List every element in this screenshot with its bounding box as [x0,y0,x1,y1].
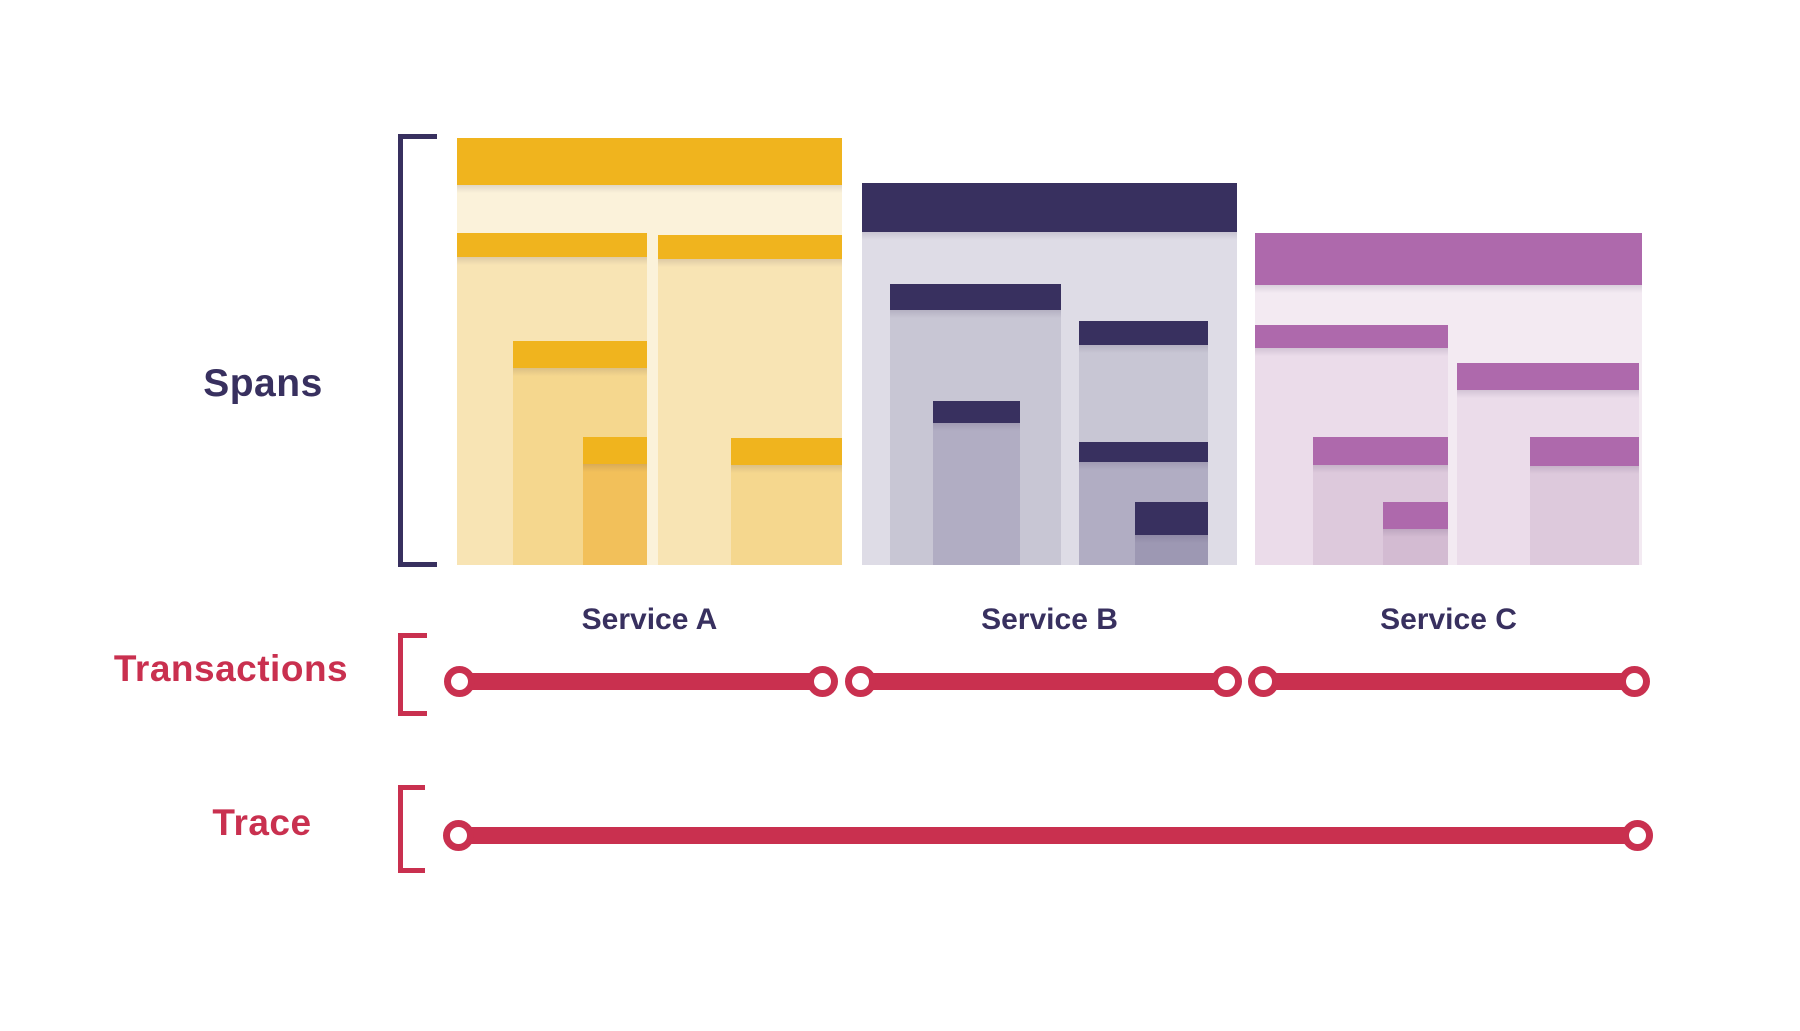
transactions-line [1263,672,1634,690]
spans-label: Spans [203,362,323,405]
span-header [1079,321,1208,353]
span-body [933,401,1020,565]
transactions-endpoint [1247,665,1279,697]
service-label: Service A [581,603,718,636]
span-header [1079,442,1208,470]
span-header [1255,325,1448,356]
span-header [1383,502,1448,537]
trace-bracket [398,785,425,873]
trace-label: Trace [212,802,312,843]
trace-endpoint [1621,819,1653,851]
service-label: Service B [981,603,1118,636]
span-header [731,438,842,473]
trace-line [458,826,1637,844]
span-header [1255,233,1642,293]
transactions-endpoint [844,665,876,697]
span-header [658,235,842,267]
span-header [1313,437,1448,473]
span-header [583,437,647,472]
span-header [890,284,1061,318]
transactions-endpoint [806,665,838,697]
transactions-endpoint [443,665,475,697]
span-header [1530,437,1639,474]
span-header [1135,502,1208,543]
transactions-line [459,672,822,690]
transactions-bracket [398,633,427,716]
transactions-line [860,672,1226,690]
transactions-endpoint [1618,665,1650,697]
transactions-endpoint [1210,665,1242,697]
span-header [1457,363,1639,398]
span-header [862,183,1237,240]
span-header [513,341,647,376]
span-header [933,401,1020,431]
spans-bracket [398,134,437,567]
service-label: Service C [1380,603,1517,636]
transactions-label: Transactions [113,648,349,689]
trace-endpoint [442,819,474,851]
span-header [457,233,647,265]
span-header [457,138,842,193]
